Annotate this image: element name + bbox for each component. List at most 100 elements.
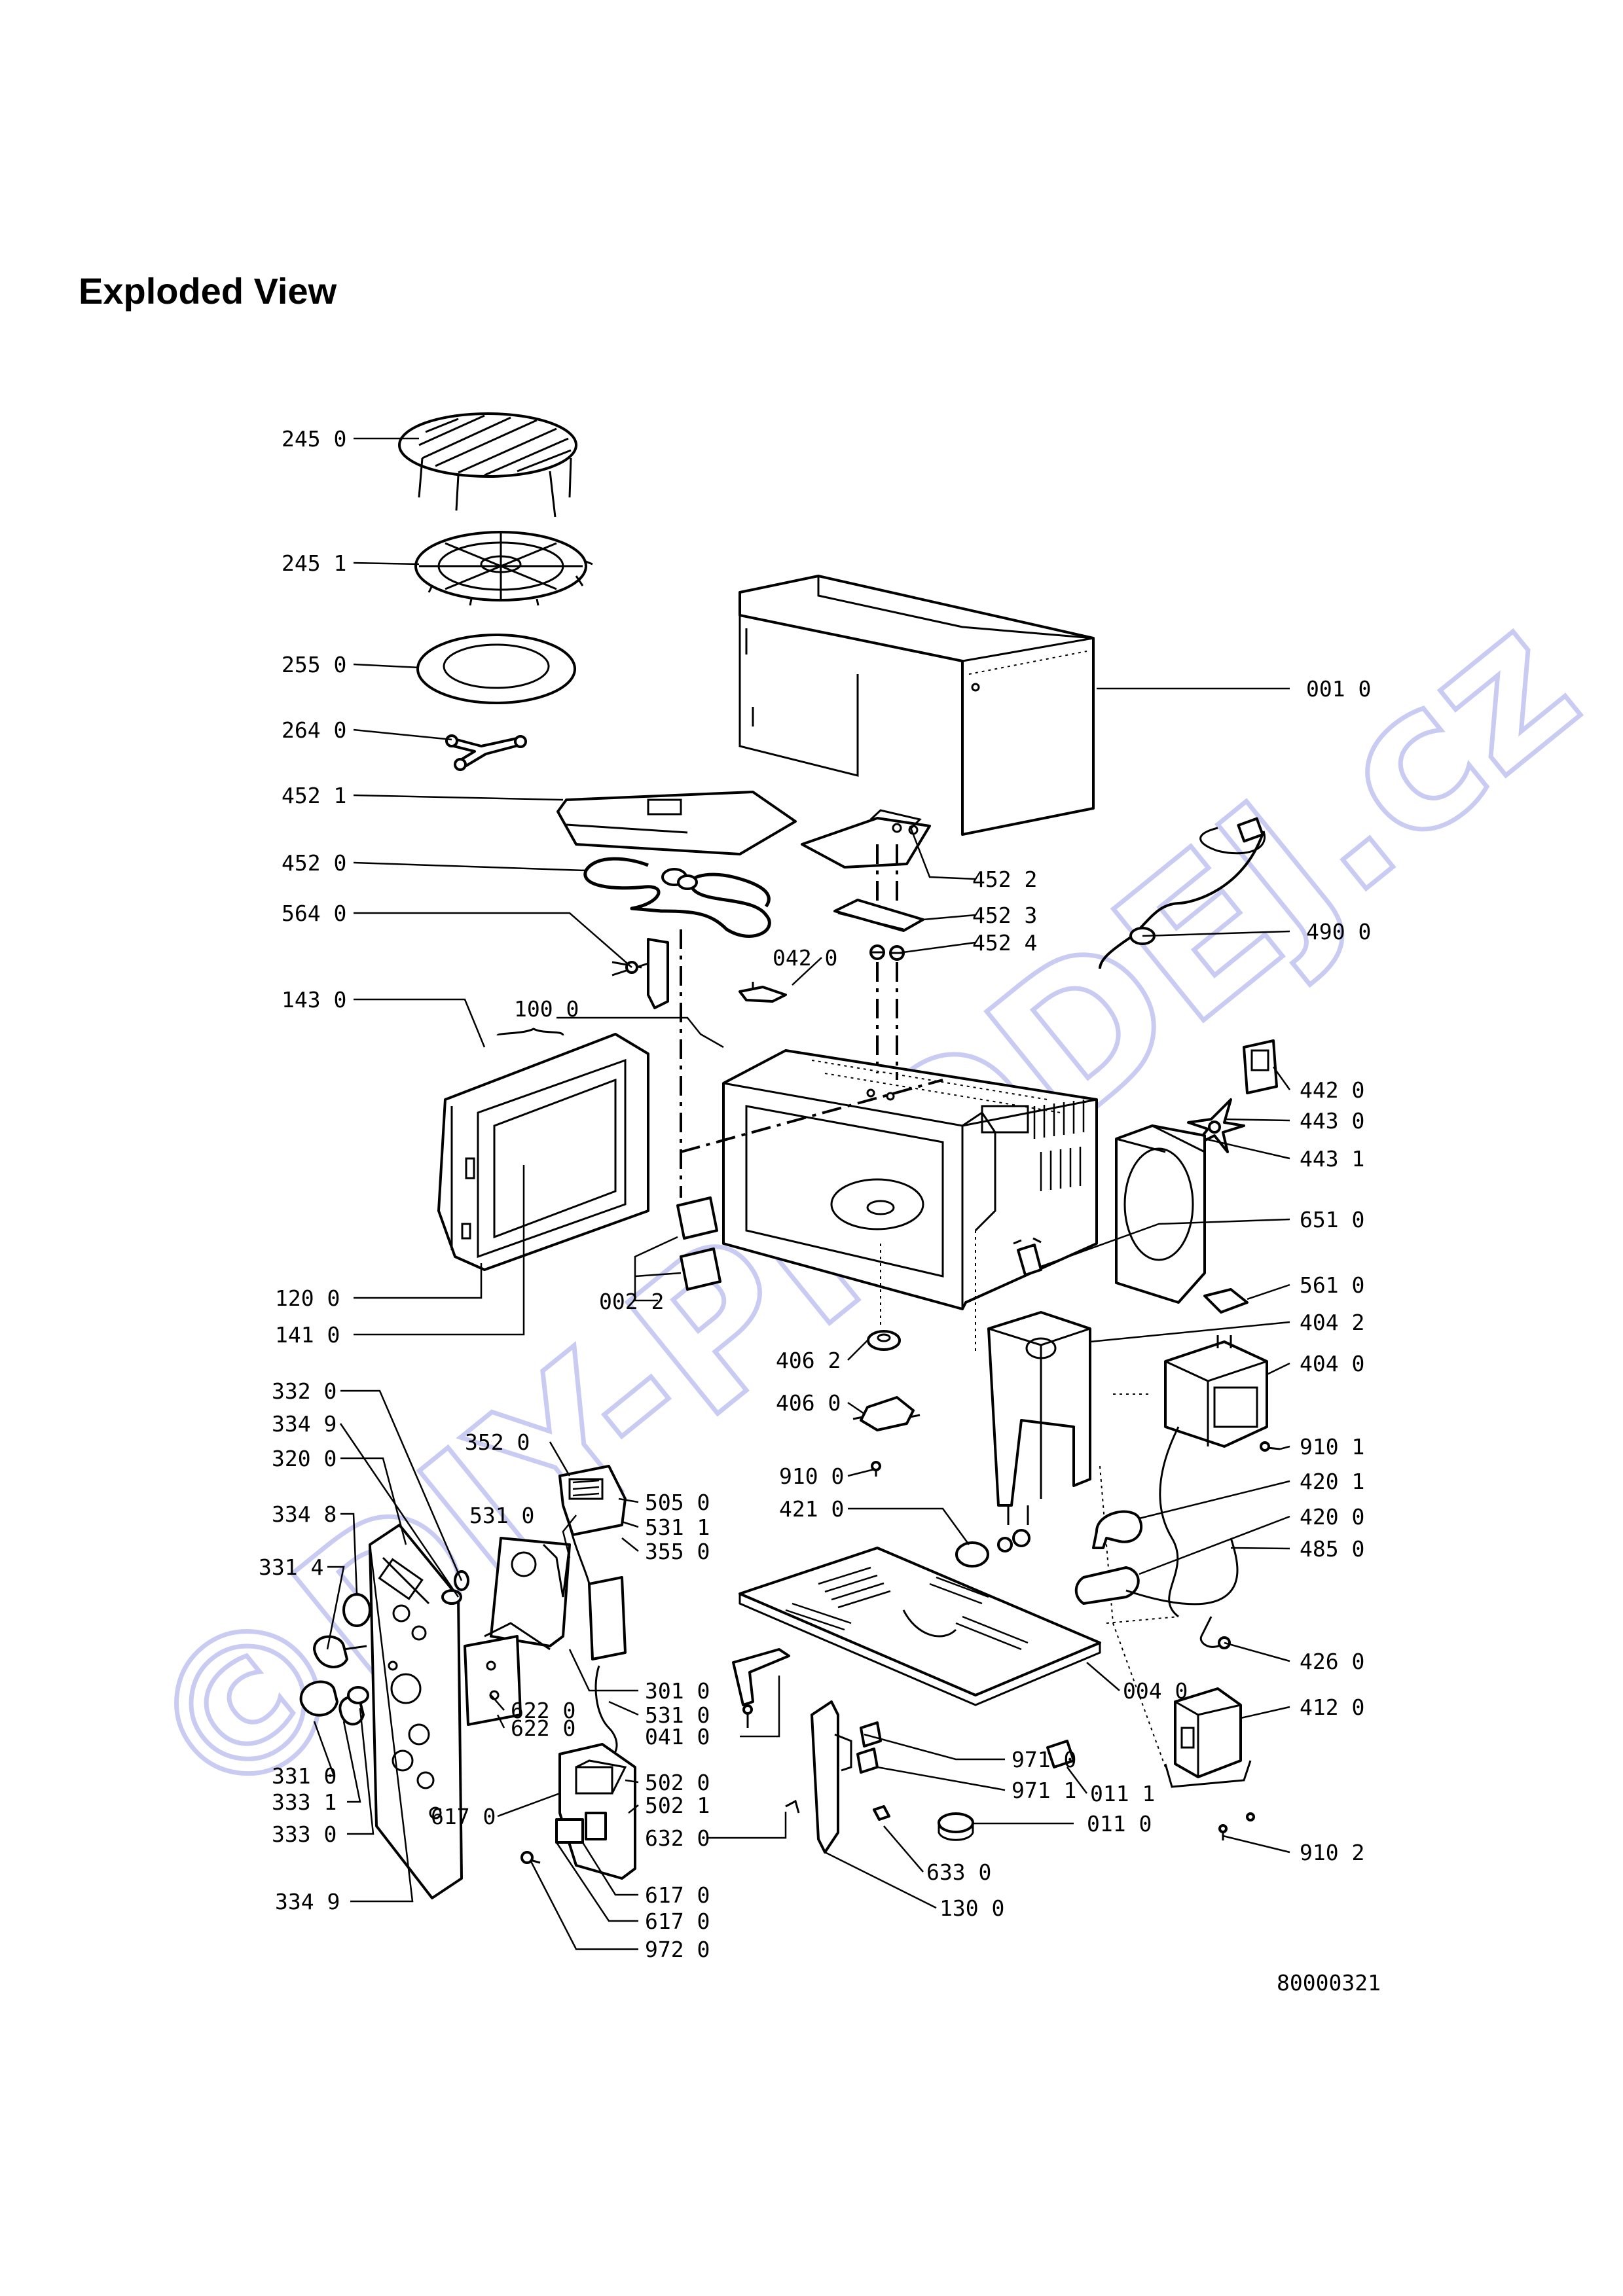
part-label: 041 0	[645, 1724, 710, 1749]
grill-rack-high-drawing	[398, 412, 577, 518]
grill-cover-drawing	[556, 791, 797, 855]
part-label: 120 0	[275, 1285, 340, 1311]
part-label: 910 2	[1300, 1840, 1364, 1865]
grill-rack-low-drawing	[414, 531, 593, 606]
part-label: 141 0	[275, 1322, 340, 1348]
part-label: 443 0	[1300, 1108, 1364, 1134]
part-label: 564 0	[282, 901, 346, 926]
turntable-motor-drawing	[852, 1330, 921, 1477]
part-label: 632 0	[645, 1825, 710, 1851]
part-label: 320 0	[272, 1446, 337, 1471]
part-label: 011 1	[1090, 1781, 1155, 1806]
part-label: 420 1	[1300, 1469, 1364, 1494]
part-label: 617 0	[645, 1909, 710, 1934]
part-label: 355 0	[645, 1539, 710, 1564]
air-guide-drawing	[987, 1311, 1091, 1525]
part-label: 331 4	[259, 1554, 323, 1580]
thermal-fuse-drawing	[1013, 1237, 1042, 1276]
part-label: 264 0	[282, 717, 346, 743]
roller-support-drawing	[445, 734, 527, 771]
part-label: 622 0	[511, 1715, 575, 1741]
part-label: 971 1	[1012, 1778, 1076, 1803]
part-label: 910 1	[1300, 1434, 1364, 1460]
power-board-drawing	[520, 1743, 636, 1880]
part-label: 531 0	[469, 1503, 534, 1528]
latch-assembly-drawing	[785, 1700, 882, 1854]
control-panel-drawing	[369, 1524, 463, 1899]
part-label: 502 1	[645, 1793, 710, 1818]
part-label: 406 0	[776, 1390, 841, 1416]
part-label: 100 0	[514, 996, 579, 1022]
grill-heater-drawing	[583, 857, 771, 938]
part-label: 505 0	[645, 1490, 710, 1515]
screw-910-2-drawing	[1218, 1812, 1255, 1840]
part-label: 001 0	[1306, 676, 1371, 702]
part-label: 331 0	[272, 1763, 337, 1789]
part-label: 130 0	[939, 1895, 1004, 1921]
grill-mount-drawing	[801, 809, 931, 961]
part-labels: 245 0 245 1 255 0 264 0 452 1 452 0 564 …	[259, 426, 1371, 1962]
part-label: 333 1	[272, 1789, 337, 1815]
transformer-drawing	[1164, 1687, 1252, 1788]
part-label: 452 2	[972, 867, 1037, 892]
part-label: 426 0	[1300, 1649, 1364, 1674]
part-label: 332 0	[272, 1378, 337, 1404]
part-label: 617 0	[431, 1804, 496, 1829]
part-label: 352 0	[465, 1429, 530, 1455]
mica-cover-drawing	[676, 1196, 721, 1291]
knobs-drawing	[299, 1570, 469, 1726]
capacitor-assembly-drawing	[1074, 1510, 1239, 1649]
part-label: 531 0	[645, 1702, 710, 1728]
cavity-chassis-drawing	[722, 1049, 1098, 1310]
document-code: 80000321	[1277, 1970, 1381, 1996]
part-label: 442 0	[1300, 1077, 1364, 1103]
part-label: 651 0	[1300, 1207, 1364, 1232]
fan-assembly-drawing	[1115, 1039, 1278, 1314]
part-label: 531 1	[645, 1515, 710, 1540]
part-label: 452 0	[282, 850, 346, 876]
part-label: 245 0	[282, 426, 346, 452]
part-label: 972 0	[645, 1937, 710, 1962]
part-label: 412 0	[1300, 1695, 1364, 1720]
part-label: 421 0	[779, 1496, 844, 1522]
part-label: 420 0	[1300, 1504, 1364, 1530]
thermostat-drawing	[611, 938, 669, 1009]
turntable-plate-drawing	[416, 634, 576, 704]
part-label: 502 0	[645, 1770, 710, 1795]
lamp-drawing	[955, 1529, 1030, 1568]
page-title: Exploded View	[79, 270, 337, 312]
part-label: 622 0	[511, 1698, 575, 1723]
part-label: 245 1	[282, 550, 346, 576]
magnetron-drawing	[1159, 1335, 1268, 1618]
part-label: 485 0	[1300, 1536, 1364, 1562]
part-label: 143 0	[282, 987, 346, 1013]
part-label: 971 0	[1012, 1747, 1076, 1772]
clip-042-drawing	[739, 982, 787, 1003]
screw-910-1-drawing	[1260, 1441, 1281, 1452]
part-label: 490 0	[1306, 919, 1371, 944]
part-label: 002 2	[599, 1289, 664, 1314]
part-label: 011 0	[1087, 1811, 1152, 1837]
part-label: 452 1	[282, 783, 346, 808]
part-label: 406 2	[776, 1348, 841, 1373]
part-label: 042 0	[773, 945, 837, 971]
part-label: 301 0	[645, 1678, 710, 1704]
part-label: 910 0	[779, 1463, 844, 1489]
part-label: 404 2	[1300, 1310, 1364, 1335]
part-label: 404 0	[1300, 1351, 1364, 1376]
door-drawing	[437, 1028, 649, 1271]
part-label: 334 9	[272, 1411, 337, 1437]
part-label: 004 0	[1123, 1678, 1188, 1704]
part-label: 452 4	[972, 930, 1037, 956]
part-label: 443 1	[1300, 1146, 1364, 1172]
base-plate-drawing	[739, 1547, 1101, 1706]
part-label: 452 3	[972, 903, 1037, 928]
switch-actuator-drawing	[732, 1648, 790, 1728]
leader-lines	[313, 437, 1291, 1950]
part-label: 333 0	[272, 1821, 337, 1847]
part-label: 617 0	[645, 1882, 710, 1908]
outer-case-drawing	[739, 575, 1095, 836]
part-label: 561 0	[1300, 1272, 1364, 1298]
